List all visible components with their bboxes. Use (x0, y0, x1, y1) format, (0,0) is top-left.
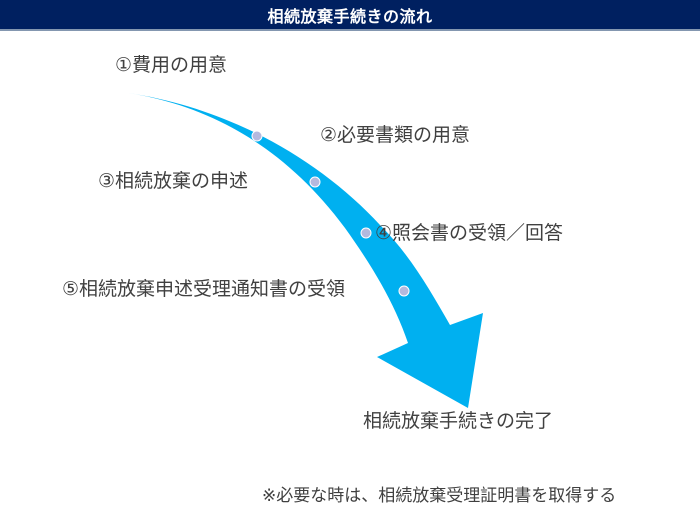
page-title: 相続放棄手続きの流れ (267, 6, 433, 26)
step-4-label: ④照会書の受領／回答 (375, 222, 564, 244)
step-dot-3 (360, 227, 372, 239)
step-dots (251, 130, 410, 297)
completion-label: 相続放棄手続きの完了 (363, 410, 554, 432)
step-1-label: ①費用の用意 (115, 54, 228, 76)
title-bar: 相続放棄手続きの流れ (0, 0, 700, 31)
step-5-label: ⑤相続放棄申述受理通知書の受領 (62, 278, 346, 300)
step-dot-2 (309, 176, 321, 188)
curved-flow-arrow (128, 93, 483, 408)
step-2-label: ②必要書類の用意 (320, 124, 471, 146)
footnote: ※必要な時は、相続放棄受理証明書を取得する (262, 486, 617, 506)
step-dot-4 (398, 285, 410, 297)
step-dot-1 (251, 130, 263, 142)
step-3-label: ③相続放棄の申述 (98, 170, 249, 192)
